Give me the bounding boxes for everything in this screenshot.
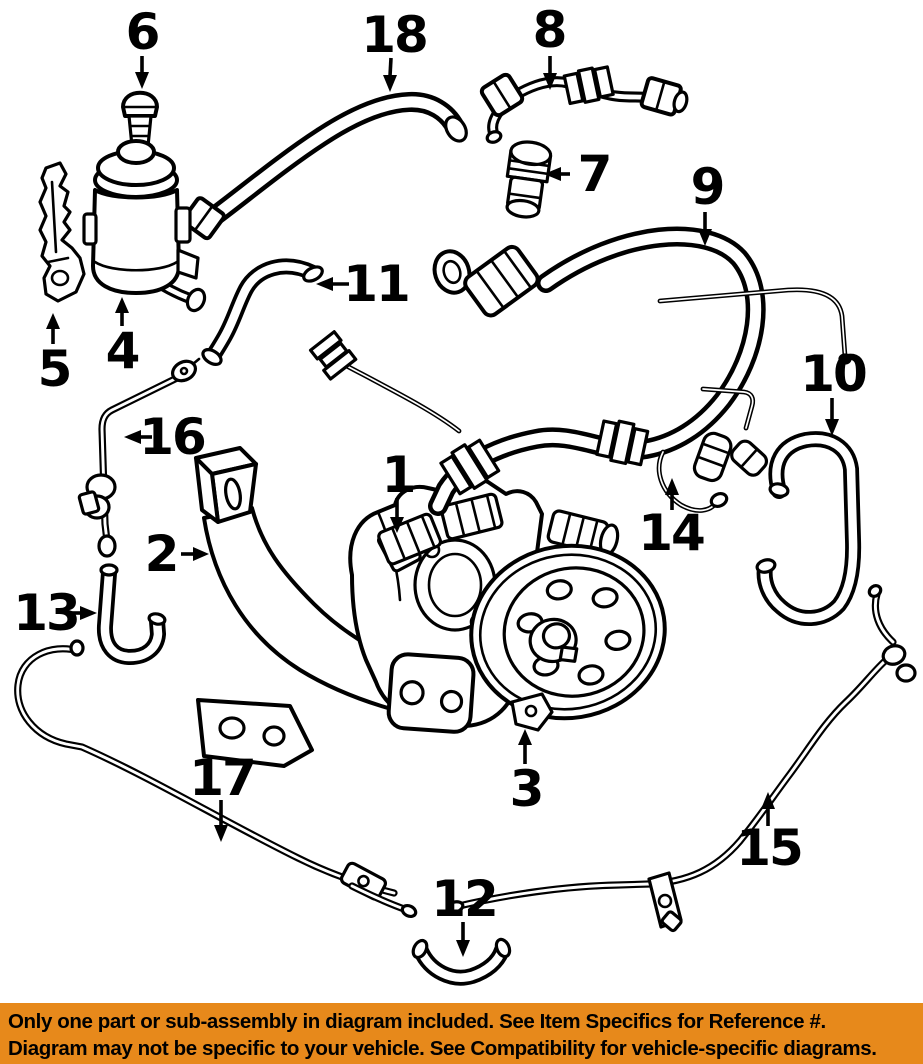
part-17-return-pipe [18,639,418,919]
callout-1: 1 [382,446,416,533]
part-3-pump-stud [510,692,554,732]
callout-13-number: 13 [13,584,79,642]
callout-8: 8 [533,1,567,90]
callout-2: 2 [145,525,209,583]
part-14-pipe-assembly [659,389,769,511]
part-8-pipe [479,65,689,144]
callout-8-number: 8 [533,1,566,59]
callout-4: 4 [106,297,141,380]
callout-11-number: 11 [343,255,409,313]
callout-3-number: 3 [510,760,543,818]
callout-11: 11 [316,255,411,313]
callout-5-number: 5 [38,340,71,398]
callout-1-number: 1 [382,446,415,504]
part-13-hose [101,563,167,657]
callout-2-number: 2 [145,525,178,583]
part-16-pipe [77,357,201,558]
callout-12-number: 12 [431,870,497,928]
callout-18-number: 18 [361,6,427,64]
disclaimer-line-2: Diagram may not be specific to your vehi… [8,1037,877,1060]
disclaimer-banner: Only one part or sub-assembly in diagram… [0,1003,923,1064]
callout-6-number: 6 [126,3,159,61]
part-12-hose [411,937,512,977]
pump-outlet-fitting [546,509,620,557]
callout-12: 12 [431,870,499,957]
disclaimer-line-1: Only one part or sub-assembly in diagram… [8,1010,826,1033]
part-15-return-pipe [445,584,917,933]
part-5-bracket [38,161,86,303]
callout-4-number: 4 [106,322,139,380]
callout-3: 3 [510,729,544,818]
pump-pulley [469,543,667,721]
callout-15: 15 [736,792,804,877]
callout-18: 18 [361,6,429,92]
callout-17-number: 17 [189,749,255,807]
callout-15-number: 15 [736,819,802,877]
callout-9-number: 9 [691,158,724,216]
part-10-hose [755,439,853,618]
callout-7: 7 [544,145,612,203]
pump-foot [386,652,476,734]
callout-7-number: 7 [578,145,611,203]
callout-17: 17 [189,749,257,842]
part-1-power-steering-pump [348,475,667,734]
callout-5: 5 [38,313,72,398]
callout-10-number: 10 [800,345,866,403]
diagram-canvas: 1 2 3 4 5 6 7 8 9 10 11 12 [13,1,917,1003]
part-4-reservoir [82,139,207,313]
callout-16: 16 [124,408,207,466]
callout-13: 13 [13,584,97,642]
part-7-valve [505,140,553,219]
callout-6: 6 [126,3,161,89]
part-9-pressure-hose [429,237,852,506]
part-11-hose [201,264,324,366]
callout-14: 14 [638,478,706,562]
callout-9: 9 [691,158,725,246]
part-18-hose [181,102,468,241]
callout-10: 10 [800,345,868,436]
suction-pipe-fitting [308,330,459,431]
callout-14-number: 14 [638,504,704,562]
